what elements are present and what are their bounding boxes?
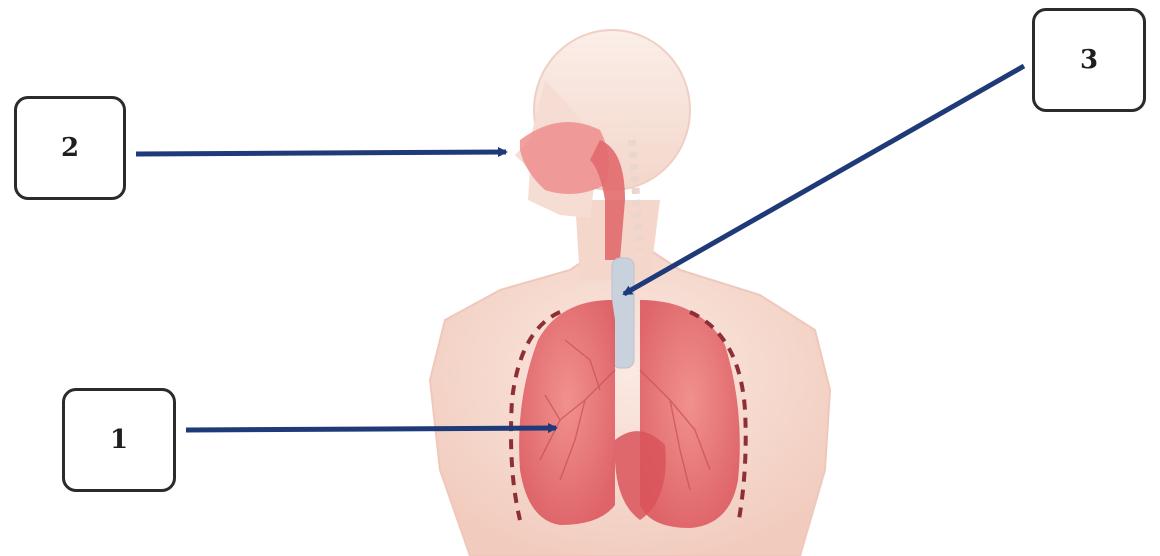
label-box-2: 2 (14, 96, 126, 200)
arrow-1 (186, 428, 556, 430)
label-box-1: 1 (62, 388, 176, 492)
label-box-3: 3 (1032, 8, 1146, 112)
label-2-text: 2 (61, 133, 79, 163)
label-3-text: 3 (1080, 45, 1098, 75)
label-1-text: 1 (110, 425, 128, 455)
arrow-2 (136, 152, 506, 154)
trachea (612, 258, 634, 368)
